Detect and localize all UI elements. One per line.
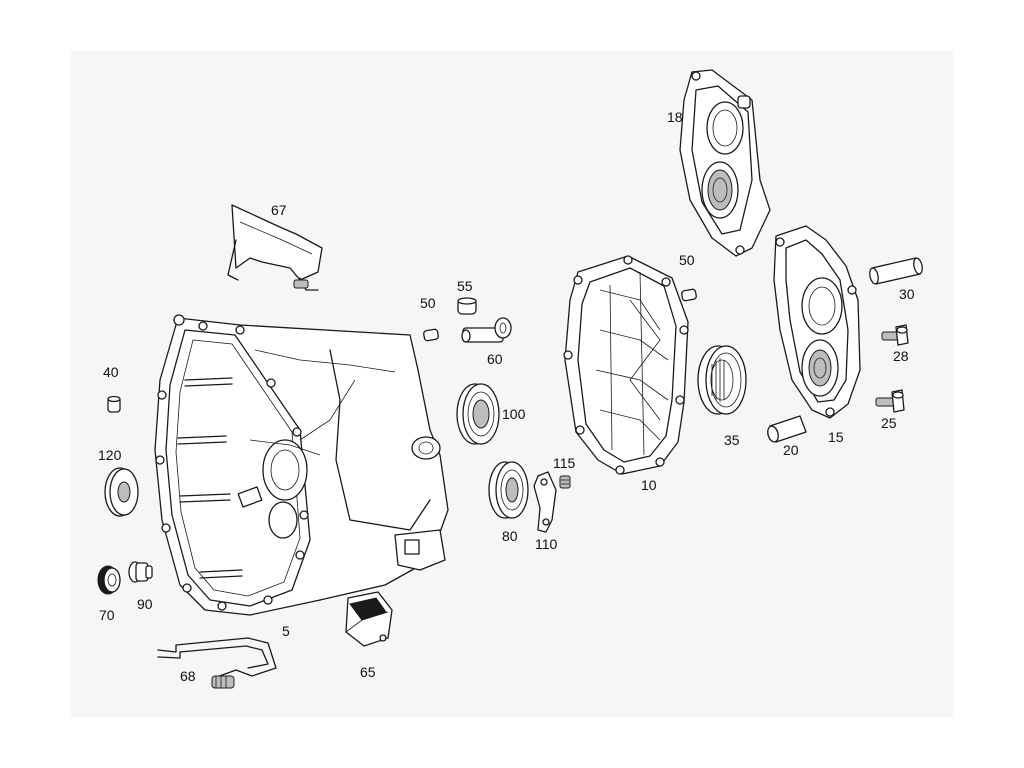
callout-55: 55 (457, 278, 473, 294)
callout-100: 100 (502, 406, 526, 422)
part-30-tube[interactable] (868, 257, 923, 285)
callout-90: 90 (137, 596, 153, 612)
part-50-dowel-left[interactable] (423, 328, 439, 342)
part-25-bolt[interactable] (875, 389, 905, 413)
part-55-sleeve[interactable] (457, 297, 477, 315)
part-35-bearing[interactable] (697, 345, 747, 415)
callout-50-right: 50 (679, 252, 695, 268)
part-15-rear-cover[interactable] (773, 225, 861, 419)
callout-70: 70 (99, 607, 115, 623)
part-60-bushing[interactable] (461, 317, 512, 343)
callout-65: 65 (360, 664, 376, 680)
callout-30: 30 (899, 286, 915, 302)
part-67-bracket[interactable] (227, 204, 323, 291)
callout-18: 18 (667, 109, 683, 125)
callout-10: 10 (641, 477, 657, 493)
callout-60: 60 (487, 351, 503, 367)
callout-25: 25 (881, 415, 897, 431)
part-18-end-cover[interactable] (679, 69, 771, 257)
callout-80: 80 (502, 528, 518, 544)
part-40-pin[interactable] (107, 395, 121, 413)
callout-40: 40 (103, 364, 119, 380)
part-50-dowel-right[interactable] (681, 288, 697, 302)
part-120-seal[interactable] (104, 467, 139, 517)
callout-5: 5 (282, 623, 290, 639)
callout-120: 120 (98, 447, 122, 463)
part-20-pin[interactable] (766, 415, 807, 443)
part-5-bell-housing[interactable] (154, 314, 449, 616)
part-65-damper-block[interactable] (345, 591, 393, 647)
callout-50-left: 50 (420, 295, 436, 311)
callout-67: 67 (271, 202, 287, 218)
callout-35: 35 (724, 432, 740, 448)
callout-20: 20 (783, 442, 799, 458)
part-90-plug[interactable] (128, 561, 153, 583)
part-80-bearing[interactable] (488, 461, 529, 519)
callout-68: 68 (180, 668, 196, 684)
part-10-intermediate-housing[interactable] (563, 255, 689, 475)
callout-15: 15 (828, 429, 844, 445)
callout-115: 115 (553, 455, 576, 471)
part-70-plug[interactable] (97, 565, 121, 595)
part-68-shift-rod[interactable] (157, 637, 277, 689)
part-28-bolt[interactable] (881, 324, 909, 346)
callout-110: 110 (535, 536, 558, 552)
part-100-bearing[interactable] (456, 383, 500, 445)
callout-28: 28 (893, 348, 909, 364)
part-110-lock-plate[interactable] (533, 471, 557, 533)
part-115-screw[interactable] (559, 475, 571, 489)
